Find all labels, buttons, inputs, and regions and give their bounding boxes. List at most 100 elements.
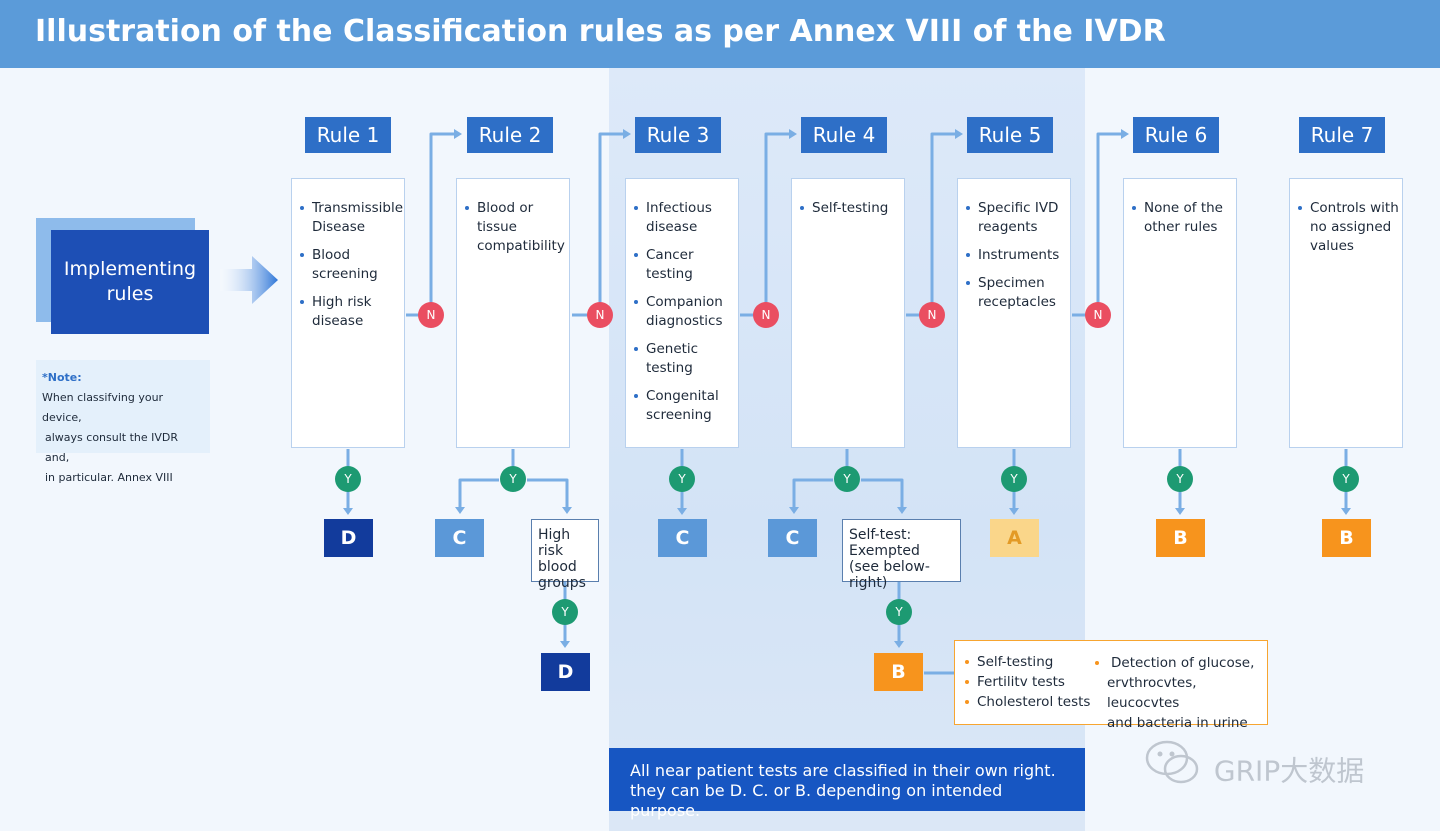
arrowhead: [897, 507, 907, 514]
rule-1-box: Transmissible Disease Blood screening Hi…: [291, 178, 405, 448]
yes-node: Y: [834, 466, 860, 492]
rule-3-label: Rule 3: [635, 117, 721, 153]
rule-5-item: Specific IVD reagents: [966, 199, 1070, 237]
rule-3-box: Infectious disease Cancer testing Compan…: [625, 178, 739, 448]
connector-rule2-rule3: [572, 132, 623, 317]
rule-1-label: Rule 1: [305, 117, 391, 153]
yes-node: Y: [335, 466, 361, 492]
connector-rule1-rule2: [406, 132, 454, 317]
arrowhead: [955, 129, 963, 139]
rule-1-item: Blood screening: [300, 246, 404, 284]
no-node: N: [1085, 302, 1111, 328]
note-box: *Note: When classifving your device, alw…: [36, 360, 210, 484]
rule-6-label: Rule 6: [1133, 117, 1219, 153]
arrowhead: [1341, 508, 1351, 515]
arrowhead: [677, 508, 687, 515]
rule-7-box: Controls with no assigned values: [1289, 178, 1403, 448]
connector-rule4-rule5: [906, 132, 955, 317]
wechat-icon: [1145, 740, 1199, 803]
note-line: in particular. Annex VIII: [45, 471, 173, 484]
rule-5-item: Specimen receptacles: [966, 274, 1070, 312]
watermark: GRIP大数据: [1145, 740, 1405, 792]
note-line: always consult the IVDR and,: [45, 431, 179, 464]
self-test-examples-box: Self-testing Fertilitv tests Cholesterol…: [954, 640, 1268, 731]
note-label: *Note:: [42, 371, 82, 384]
arrowhead: [455, 507, 465, 514]
rule-4-box: Self-testing: [791, 178, 905, 448]
rule-5-label: Rule 5: [967, 117, 1053, 153]
yes-node: Y: [1333, 466, 1359, 492]
arrowhead: [894, 641, 904, 648]
no-node: N: [919, 302, 945, 328]
class-badge-rule2-sub: D: [541, 653, 590, 691]
no-node: N: [418, 302, 444, 328]
rule-4-label: Rule 4: [801, 117, 887, 153]
rule-6-box: None of the other rules: [1123, 178, 1237, 448]
rule-3-item: Congenital screening: [634, 387, 738, 425]
class-badge-rule7: B: [1322, 519, 1371, 557]
rule-6-item: None of the other rules: [1132, 199, 1236, 237]
yes-node: Y: [1001, 466, 1027, 492]
self-test-line: Exempted: [849, 543, 920, 559]
near-patient-line: All near patient tests are classified in…: [630, 761, 1056, 780]
arrowhead: [454, 129, 462, 139]
rule-2-box: Blood or tissue compatibility: [456, 178, 570, 448]
rule-2-label: Rule 2: [467, 117, 553, 153]
self-test-example: Self-testing: [963, 652, 1090, 672]
arrowhead: [1175, 508, 1185, 515]
yes-node: Y: [1167, 466, 1193, 492]
connector-rule2-split: [458, 478, 569, 507]
class-badge-rule5: A: [990, 519, 1039, 557]
arrowhead: [789, 507, 799, 514]
class-badge-rule4-sub: B: [874, 653, 923, 691]
rule-4-item: Self-testing: [800, 199, 904, 218]
no-node: N: [587, 302, 613, 328]
rule-5-item: Instruments: [966, 246, 1070, 265]
rule-5-box: Specific IVD reagents Instruments Specim…: [957, 178, 1071, 448]
self-test-example: Fertilitv tests: [963, 672, 1090, 692]
arrowhead: [562, 507, 572, 514]
page-title: Illustration of the Classification rules…: [35, 14, 1166, 49]
arrowhead: [1009, 508, 1019, 515]
yes-node: Y: [552, 599, 578, 625]
near-patient-line: they can be D. C. or B. depending on int…: [630, 781, 1003, 820]
connector-rule4-split: [792, 478, 904, 507]
high-risk-blood-box: High risk blood groups: [531, 519, 599, 591]
self-test-line: Self-test:: [849, 527, 912, 543]
class-badge-rule2: C: [435, 519, 484, 557]
near-patient-note: All near patient tests are classified in…: [609, 748, 1085, 820]
rule-7-item: Controls with no assigned values: [1298, 199, 1402, 256]
implementing-rules-box: Implementing rules: [51, 230, 209, 334]
rule-7-label: Rule 7: [1299, 117, 1385, 153]
class-badge-rule3: C: [658, 519, 707, 557]
note-line: When classifving your device,: [42, 391, 164, 424]
connector-rule5-rule6: [1072, 132, 1121, 317]
arrowhead: [789, 129, 797, 139]
rule-1-item: Transmissible Disease: [300, 200, 404, 235]
self-test-example: Cholesterol tests: [963, 692, 1090, 712]
big-arrow-icon: [220, 256, 278, 304]
self-test-example: and bacteria in urine: [1107, 715, 1248, 731]
yes-node: Y: [500, 466, 526, 492]
yes-node: Y: [886, 599, 912, 625]
rule-1-item: High risk disease: [300, 293, 404, 331]
rule-3-item: Genetic testing: [634, 340, 738, 378]
watermark-text: GRIP大数据: [1213, 754, 1365, 788]
self-test-line: (see below-right): [849, 559, 930, 591]
no-node: N: [753, 302, 779, 328]
rule-2-item: Blood or tissue compatibility: [465, 199, 569, 256]
rule-3-item: Infectious disease: [634, 199, 738, 237]
header-bar: Illustration of the Classification rules…: [0, 0, 1440, 68]
yes-node: Y: [669, 466, 695, 492]
arrowhead: [560, 641, 570, 648]
arrowhead: [623, 129, 631, 139]
self-test-example: ervthrocvtes, leucocvtes: [1107, 675, 1197, 711]
class-badge-rule6: B: [1156, 519, 1205, 557]
connector-rule3-rule4: [740, 132, 789, 317]
arrowhead: [1121, 129, 1129, 139]
self-test-example: Detection of glucose,: [1093, 653, 1267, 673]
rule-3-item: Cancer testing: [634, 246, 738, 284]
rule-3-item: Companion diagnostics: [634, 293, 738, 331]
class-badge-rule4: C: [768, 519, 817, 557]
self-test-exempted-box: Self-test: Exempted (see below-right): [842, 519, 961, 591]
